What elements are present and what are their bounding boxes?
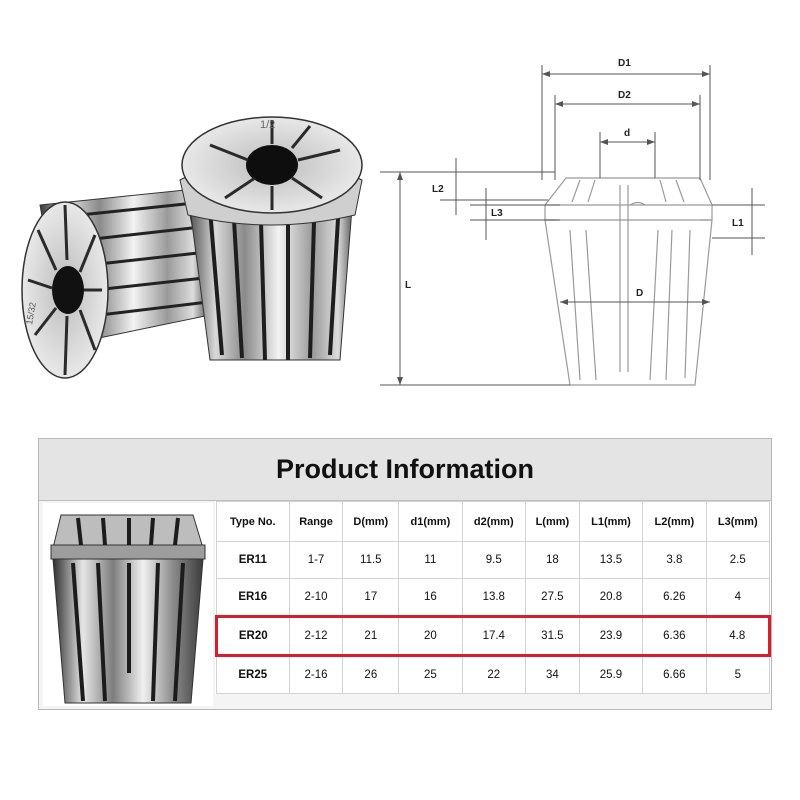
table-cell: 2-12 [288, 615, 344, 657]
table-cell: 2.5 [705, 541, 771, 579]
table-cell: 16 [398, 578, 463, 617]
table-cell: 13.5 [578, 541, 644, 579]
table-cell: 26 [342, 655, 400, 694]
table-cell: 2-10 [288, 578, 344, 617]
svg-text:1/2: 1/2 [260, 119, 275, 131]
table-cell: 9.5 [461, 541, 526, 579]
table-cell: 3.8 [642, 541, 707, 579]
table-cell: ER25 [216, 655, 290, 694]
product-spec-table: Type No. Range D(mm) d1(mm) d2(mm) L(mm)… [215, 501, 772, 694]
table-cell: 11 [398, 541, 463, 579]
product-information-panel: Product Information [38, 438, 772, 710]
table-header-row: Type No. Range D(mm) d1(mm) d2(mm) L(mm)… [216, 501, 771, 542]
table-cell: 13.8 [461, 578, 526, 617]
column-header: L(mm) [524, 501, 580, 542]
table-cell: 20.8 [578, 578, 644, 617]
column-header: L1(mm) [578, 501, 644, 542]
label-L2: L2 [432, 184, 444, 195]
table-cell: 17 [342, 578, 400, 617]
table-cell: 1-7 [288, 541, 344, 579]
table-cell: 4 [705, 578, 771, 617]
collet-thumbnail-image [43, 503, 213, 706]
table-cell: 34 [524, 655, 580, 694]
table-cell: 18 [524, 541, 580, 579]
product-information-title: Product Information [39, 439, 771, 501]
column-header: D(mm) [342, 501, 400, 542]
table-cell: 31.5 [524, 615, 580, 657]
table-cell: ER16 [216, 578, 290, 617]
label-L1: L1 [732, 218, 744, 229]
label-L3: L3 [491, 208, 503, 219]
table-cell: ER20 [215, 615, 290, 657]
column-header: d1(mm) [398, 501, 463, 542]
table-row: ER11 1-7 11.5 11 9.5 18 13.5 3.8 2.5 [216, 541, 771, 579]
column-header: Range [288, 501, 344, 542]
table-cell: 23.9 [578, 615, 644, 657]
column-header: d2(mm) [461, 501, 526, 542]
table-cell: 22 [461, 655, 526, 694]
table-cell: 25.9 [578, 655, 644, 694]
svg-text:15/32: 15/32 [24, 301, 38, 325]
table-cell: 4.8 [705, 615, 772, 657]
label-D2: D2 [618, 90, 631, 101]
table-row: ER16 2-10 17 16 13.8 27.5 20.8 6.26 4 [216, 578, 771, 617]
collet-dimension-drawing: D1 D2 d L2 L3 L1 L D [375, 45, 790, 400]
table-row-highlighted: ER20 2-12 21 20 17.4 31.5 23.9 6.36 4.8 [215, 615, 772, 657]
table-cell: 21 [342, 615, 400, 657]
collet-back-body: 15/32 [21, 189, 211, 379]
label-d: d [624, 128, 630, 139]
column-header: L3(mm) [705, 501, 771, 542]
column-header: Type No. [216, 501, 290, 542]
table-cell: 2-16 [288, 655, 344, 694]
table-cell: 6.66 [642, 655, 707, 694]
label-D: D [636, 288, 643, 299]
table-cell: ER11 [216, 541, 290, 579]
table-cell: 25 [398, 655, 463, 694]
table-cell: 5 [705, 655, 771, 694]
label-D1: D1 [618, 58, 631, 69]
collet-product-photo: 15/32 [10, 110, 370, 400]
table-cell: 17.4 [461, 615, 526, 657]
table-row: ER25 2-16 26 25 22 34 25.9 6.66 5 [216, 655, 771, 694]
label-L: L [405, 280, 411, 291]
table-cell: 6.26 [642, 578, 707, 617]
table-cell: 20 [398, 615, 463, 657]
table-cell: 27.5 [524, 578, 580, 617]
column-header: L2(mm) [642, 501, 707, 542]
table-cell: 6.36 [642, 615, 707, 657]
table-cell: 11.5 [342, 541, 400, 579]
collet-front-body: 1/2 [179, 116, 363, 361]
